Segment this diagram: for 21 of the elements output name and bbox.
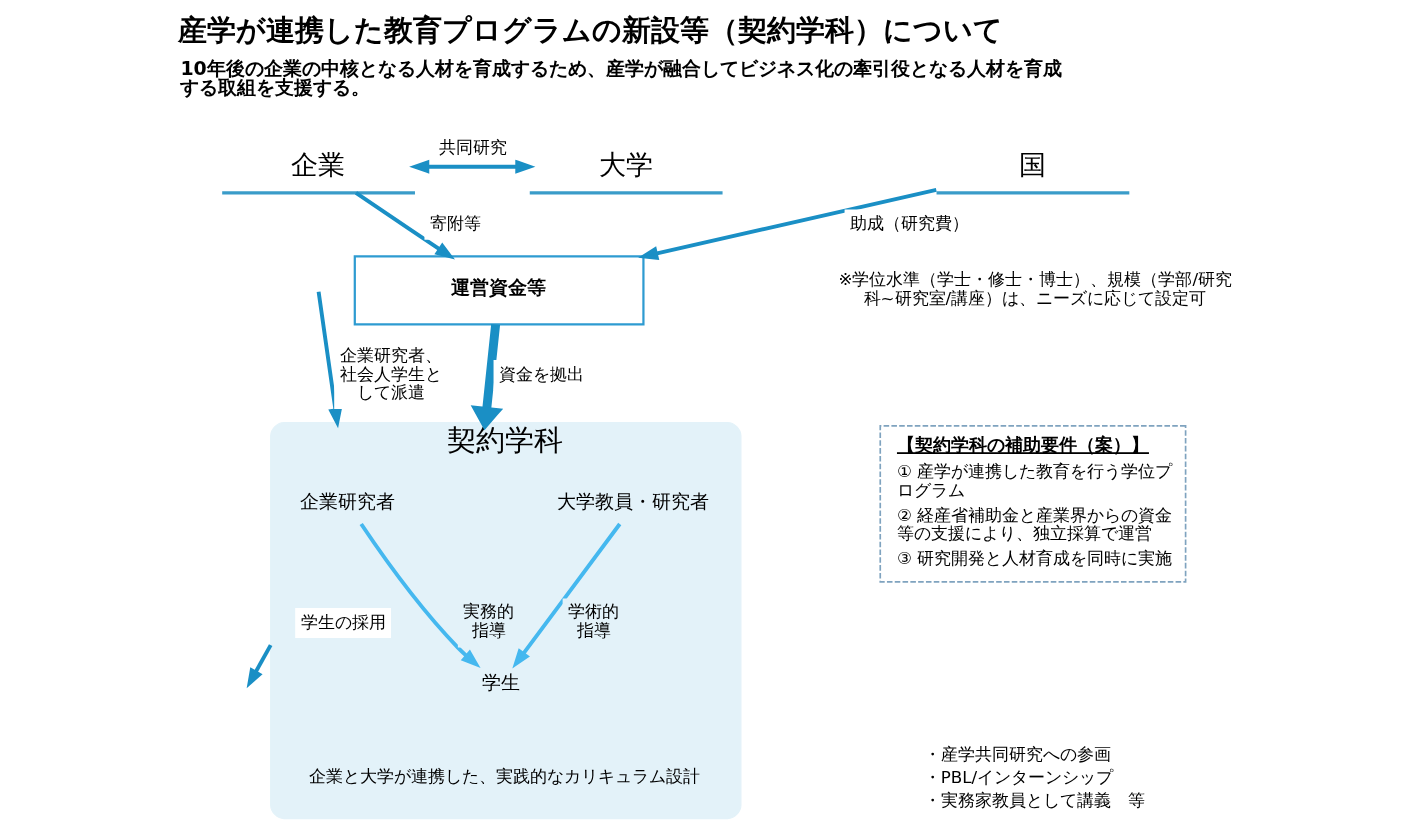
node-text: 企業 xyxy=(290,148,345,180)
label: 10年後の企業の中核となる人材を育成するため、産学が融合してビジネス化の牽引役となる人材を育成する取組を支援する。 xyxy=(179,56,1062,98)
diagram-title: 産学が連携した教育プログラムの新設等（契約学科）について xyxy=(177,12,1003,47)
edge-label: 学術的指導 xyxy=(567,600,619,640)
edge-label: 企業研究者、社会人学生として派遣 xyxy=(339,344,442,402)
label: ・PBL/インターンシップ xyxy=(923,766,1113,787)
node-text: 大学教員・研究者 xyxy=(556,489,709,512)
edge-label: 資金を拠出 xyxy=(498,363,584,384)
node-text: 国 xyxy=(1018,148,1046,180)
node-text: 大学 xyxy=(598,148,653,180)
edge-label: 助成（研究費） xyxy=(849,212,969,233)
node-text: 企業研究者 xyxy=(299,489,395,512)
label: ・産学共同研究への参画 xyxy=(923,743,1111,764)
node-text: 学生 xyxy=(481,670,520,693)
label: ・実務家教員として講義 等 xyxy=(923,789,1145,810)
edge-label: 共同研究 xyxy=(438,136,507,157)
edge-label: 実務的指導 xyxy=(462,600,514,640)
label: ※学位水準（学士・修士・博士）、規模（学部/研究科~研究室/講座）は、ニーズに応じて設定可 xyxy=(837,268,1232,308)
edge-label: 学生の採用 xyxy=(300,611,386,631)
label: 企業と大学が連携した、実践的なカリキュラム設計 xyxy=(308,765,700,786)
edge-label: 寄附等 xyxy=(429,212,481,233)
